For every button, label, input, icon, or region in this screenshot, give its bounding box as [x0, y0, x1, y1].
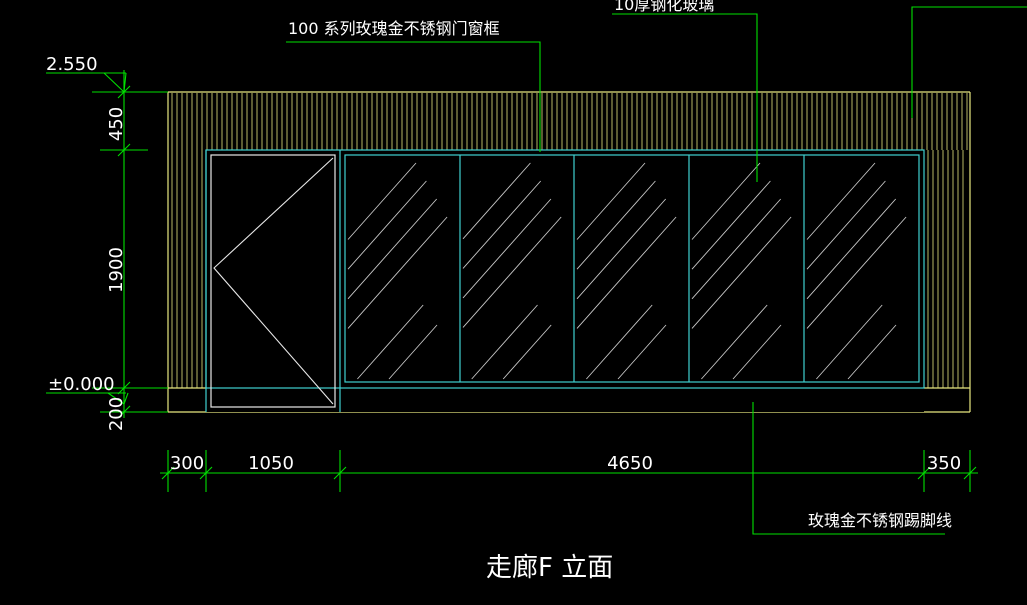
line-segment — [347, 180, 427, 270]
line-segment — [347, 198, 438, 300]
drawing-title: 走廊F 立面 — [486, 553, 613, 583]
leader-lines — [286, 6, 1027, 535]
door-swing-indicator — [213, 157, 334, 405]
line-segment — [691, 198, 782, 300]
line-segment — [691, 162, 761, 240]
line-segment — [576, 162, 646, 240]
wall-panel-lines — [171, 93, 968, 388]
line-segment — [586, 304, 653, 380]
line-segment — [732, 324, 782, 380]
line-segment — [576, 180, 656, 270]
line-segment — [816, 304, 883, 380]
callout-frame: 100 系列玫瑰金不锈钢门窗框 — [288, 19, 500, 38]
line-segment — [847, 324, 897, 380]
line-segment — [576, 216, 677, 329]
line-segment — [347, 216, 448, 329]
vertical-dimension — [92, 70, 168, 419]
line-segment — [806, 198, 897, 300]
level-zero-label: ±0.000 — [48, 374, 115, 395]
door — [210, 154, 336, 408]
line-segment — [357, 304, 424, 380]
opening-background — [206, 150, 924, 412]
horizontal-dimension — [160, 450, 978, 492]
leader-glass — [612, 13, 758, 182]
opening-frame — [205, 149, 925, 412]
line-segment — [347, 162, 417, 240]
dim-350: 350 — [927, 453, 961, 474]
line-segment — [617, 324, 667, 380]
callout-skirting: 玫瑰金不锈钢踢脚线 — [808, 511, 952, 530]
line-segment — [462, 180, 542, 269]
leader-top-right — [911, 6, 1027, 118]
line-segment — [462, 216, 562, 328]
line-segment — [806, 162, 876, 240]
dim-450: 450 — [106, 107, 127, 141]
leader-skirting — [752, 402, 945, 535]
dim-1050: 1050 — [248, 453, 294, 474]
leader-frame — [286, 41, 541, 152]
dim-200: 200 — [106, 397, 127, 431]
level-marker-zero — [46, 392, 129, 405]
level-marker-top — [46, 72, 127, 94]
dim-1900: 1900 — [106, 247, 127, 293]
line-segment — [806, 180, 886, 270]
line-segment — [388, 324, 438, 380]
line-segment — [806, 216, 907, 329]
line-segment — [462, 162, 531, 240]
dim-4650: 4650 — [607, 453, 653, 474]
line-segment — [502, 324, 552, 380]
line-segment — [471, 304, 538, 380]
dim-300: 300 — [170, 453, 204, 474]
window-panes — [344, 154, 920, 383]
level-top-label: 2.550 — [46, 54, 98, 75]
line-segment — [691, 180, 771, 270]
line-segment — [576, 198, 667, 300]
callout-glass: 10厚钢化玻璃 — [614, 0, 714, 14]
line-segment — [691, 216, 792, 329]
line-segment — [701, 304, 768, 380]
glass-hatch — [347, 162, 907, 380]
line-segment — [462, 198, 552, 299]
